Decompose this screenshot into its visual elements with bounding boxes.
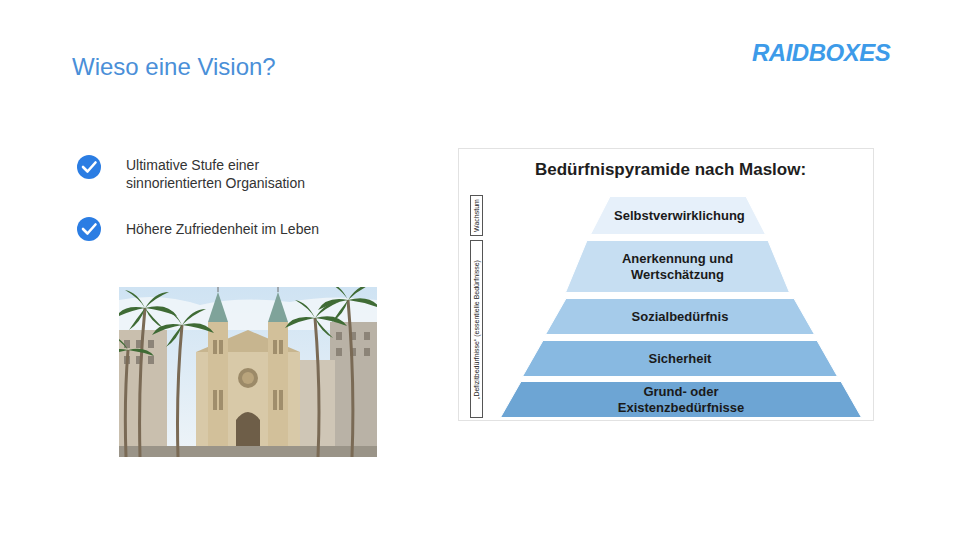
figure-title: Bedürfnispyramide nach Maslow: <box>535 159 806 181</box>
level-label: Grund- oder Existenzbedürfnisse <box>596 384 766 416</box>
cathedral-photo <box>119 287 377 457</box>
brand-logo: RAIDBOXES <box>752 38 890 68</box>
level-label: Sicherheit <box>649 351 712 367</box>
bullet-text: Höhere Zufriedenheit im Leben <box>126 220 356 238</box>
level-label: Selbstverwirklichung <box>614 208 742 224</box>
pyramid-level: Selbstverwirklichung <box>590 196 766 235</box>
level-label: Anerkennung und Wertschätzung <box>593 251 763 283</box>
vertical-label: Wachstum <box>472 199 481 232</box>
slide-title: Wieso eine Vision? <box>72 52 276 82</box>
trapezoid-fill <box>591 197 766 235</box>
check-icon <box>77 155 101 179</box>
bracket-label-box: Wachstum <box>470 195 483 236</box>
bullet-text: Ultimative Stufe einer sinnorientierten … <box>126 156 336 192</box>
level-label: Sozialbedürfnis <box>632 309 729 325</box>
check-icon <box>77 217 101 241</box>
trapezoid-fill <box>501 382 862 418</box>
pyramid-level: Sicherheit <box>522 340 838 377</box>
pyramid-level: Grund- oder Existenzbedürfnisse <box>500 381 862 418</box>
trapezoid-fill <box>546 299 815 335</box>
bracket-label-box: „Defizitbedürfnisse“ (essentielle Bedürf… <box>470 240 483 418</box>
pyramid-figure-frame <box>459 149 874 421</box>
pyramid-level: Anerkennung und Wertschätzung <box>565 240 790 293</box>
vertical-label: „Defizitbedürfnisse“ (essentielle Bedürf… <box>472 260 481 399</box>
trapezoid-fill <box>523 341 838 377</box>
pyramid-level: Sozialbedürfnis <box>545 298 815 335</box>
trapezoid-fill <box>566 241 790 293</box>
